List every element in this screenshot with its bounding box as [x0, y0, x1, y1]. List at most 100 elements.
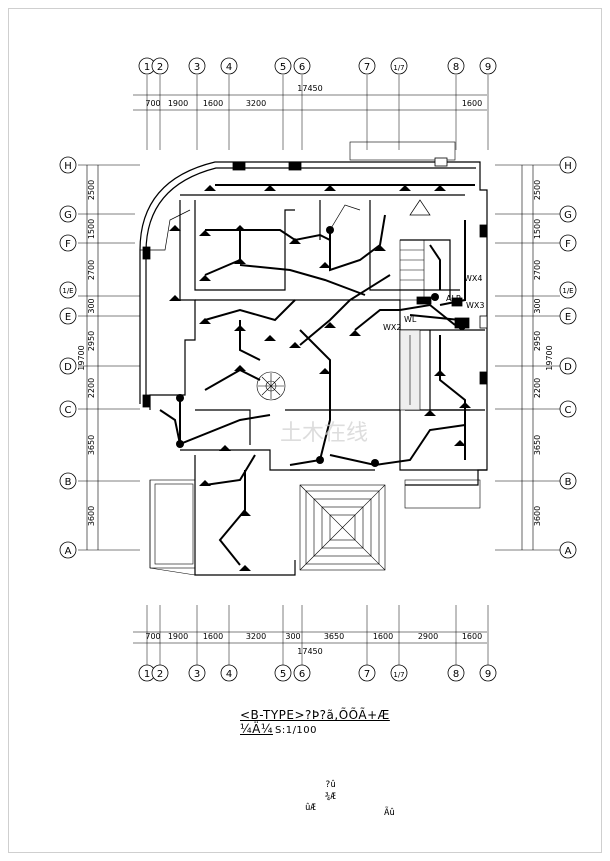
axis-left-d: D	[64, 362, 72, 373]
dim-right-6: 2200	[533, 378, 542, 398]
dimension-texts-bottom: 700 1900 1600 3200 300 3650 1600 2900 16…	[145, 632, 482, 656]
dim-top-3: 1600	[203, 99, 223, 108]
axis-bottom-1: 1	[144, 669, 150, 680]
axis-bottom-7a: 1/7	[393, 671, 404, 679]
axis-top-4: 4	[226, 62, 232, 73]
axis-top-3: 3	[194, 62, 200, 73]
dimension-lines-top	[86, 94, 534, 644]
axis-leaders	[78, 75, 560, 665]
building-walls	[139, 161, 488, 576]
total-depth-right: 19700	[545, 345, 554, 370]
dim-top-2: 1900	[168, 99, 188, 108]
dim-left-4: 300	[87, 298, 96, 313]
dim-bottom-4: 3200	[246, 632, 266, 641]
dim-left-7: 3650	[87, 435, 96, 455]
dim-right-3: 2700	[533, 260, 542, 280]
dim-left-5: 2950	[87, 331, 96, 351]
dimension-texts-right: 2500 1500 2700 300 2950 2200 3650 3600 1…	[533, 180, 554, 526]
note-3: ûÆ	[305, 803, 316, 813]
axis-right-a: A	[565, 546, 572, 557]
axis-right-h: H	[564, 161, 572, 172]
axis-left-h: H	[64, 161, 72, 172]
axis-left-1e: 1/E	[62, 287, 73, 295]
axis-labels-side: H G F 1/E E D C B A H G F 1/E E D C B A	[62, 161, 573, 557]
panel-alp: ALP	[446, 294, 461, 303]
axis-bottom-5: 5	[280, 669, 286, 680]
dim-right-5: 2950	[533, 331, 542, 351]
axis-bottom-6: 6	[299, 669, 305, 680]
axis-bottom-3: 3	[194, 669, 200, 680]
panel-labels: WX4 ALP WX3 WX2 WL	[383, 274, 484, 332]
panel-wl: WL	[404, 315, 417, 324]
drawing-title: <B-TYPE>?Þ?ã,ÕÕÃ+Æ ¼Ä¼	[240, 708, 390, 736]
axis-top-9: 9	[485, 62, 491, 73]
axis-right-b: B	[565, 477, 572, 488]
panel-wx3: WX3	[466, 301, 484, 310]
total-width-bottom: 17450	[297, 647, 322, 656]
dim-bottom-2: 1900	[168, 632, 188, 641]
total-width-top: 17450	[297, 84, 322, 93]
dim-left-6: 2200	[87, 378, 96, 398]
axis-top-1: 1	[144, 62, 150, 73]
axis-left-c: C	[65, 405, 72, 416]
distribution-panels	[142, 157, 488, 408]
dim-left-3: 2700	[87, 260, 96, 280]
axis-bubbles-side	[59, 156, 577, 559]
light-fixtures	[169, 185, 471, 571]
axis-bottom-7: 7	[364, 669, 370, 680]
axis-left-g: G	[64, 210, 72, 221]
dim-right-4: 300	[533, 298, 542, 313]
dimension-texts-top: 17450 700 1900 1600 3200 1600	[145, 84, 482, 108]
watermark: 土木在线	[280, 421, 368, 446]
dim-bottom-9: 1600	[462, 632, 482, 641]
axis-bottom-2: 2	[157, 669, 163, 680]
note-2: ¾Æ	[325, 792, 336, 802]
axis-left-e: E	[65, 312, 71, 323]
axis-bottom-4: 4	[226, 669, 232, 680]
wiring	[159, 184, 475, 566]
axis-bubbles-top	[138, 57, 497, 75]
axis-labels-top: 1 2 3 4 5 6 7 1/7 8 9	[144, 62, 491, 73]
axis-right-1e: 1/E	[562, 287, 573, 295]
axis-left-a: A	[65, 546, 72, 557]
terraces	[149, 141, 481, 576]
axis-right-e: E	[565, 312, 571, 323]
dim-bottom-6: 3650	[324, 632, 344, 641]
drawing-scale: S:1/100	[274, 725, 318, 736]
dim-bottom-3: 1600	[203, 632, 223, 641]
dim-right-8: 3600	[533, 506, 542, 526]
panel-wx2: WX2	[383, 323, 401, 332]
axis-bottom-9: 9	[485, 669, 491, 680]
dim-left-8: 3600	[87, 506, 96, 526]
axis-labels-bottom: 1 2 3 4 5 6 7 1/7 8 9	[144, 669, 491, 680]
axis-top-5: 5	[280, 62, 286, 73]
dim-bottom-7: 1600	[373, 632, 393, 641]
dim-bottom-8: 2900	[418, 632, 438, 641]
axis-bubbles-bottom	[138, 664, 497, 682]
axis-top-8: 8	[453, 62, 459, 73]
dim-right-2: 1500	[533, 219, 542, 239]
dim-right-7: 3650	[533, 435, 542, 455]
note-4: Ãû	[384, 808, 395, 818]
dim-top-1: 700	[145, 99, 160, 108]
dim-bottom-5: 300	[285, 632, 300, 641]
axis-right-d: D	[564, 362, 572, 373]
axis-right-c: C	[565, 405, 572, 416]
dim-left-1: 2500	[87, 180, 96, 200]
axis-left-f: F	[65, 239, 71, 250]
dimension-texts-left: 2500 1500 2700 300 2950 2200 3650 3600 1…	[77, 180, 96, 526]
axis-top-7: 7	[364, 62, 370, 73]
stairs	[256, 239, 425, 411]
axis-top-2: 2	[157, 62, 163, 73]
axis-bottom-8: 8	[453, 669, 459, 680]
dim-right-1: 2500	[533, 180, 542, 200]
wiring-thin	[140, 199, 431, 251]
note-1: ?û	[325, 780, 336, 790]
axis-right-f: F	[565, 239, 571, 250]
axis-top-7a: 1/7	[393, 64, 404, 72]
dim-top-5: 1600	[462, 99, 482, 108]
panel-wx4: WX4	[464, 274, 482, 283]
total-depth-left: 19700	[77, 345, 86, 370]
